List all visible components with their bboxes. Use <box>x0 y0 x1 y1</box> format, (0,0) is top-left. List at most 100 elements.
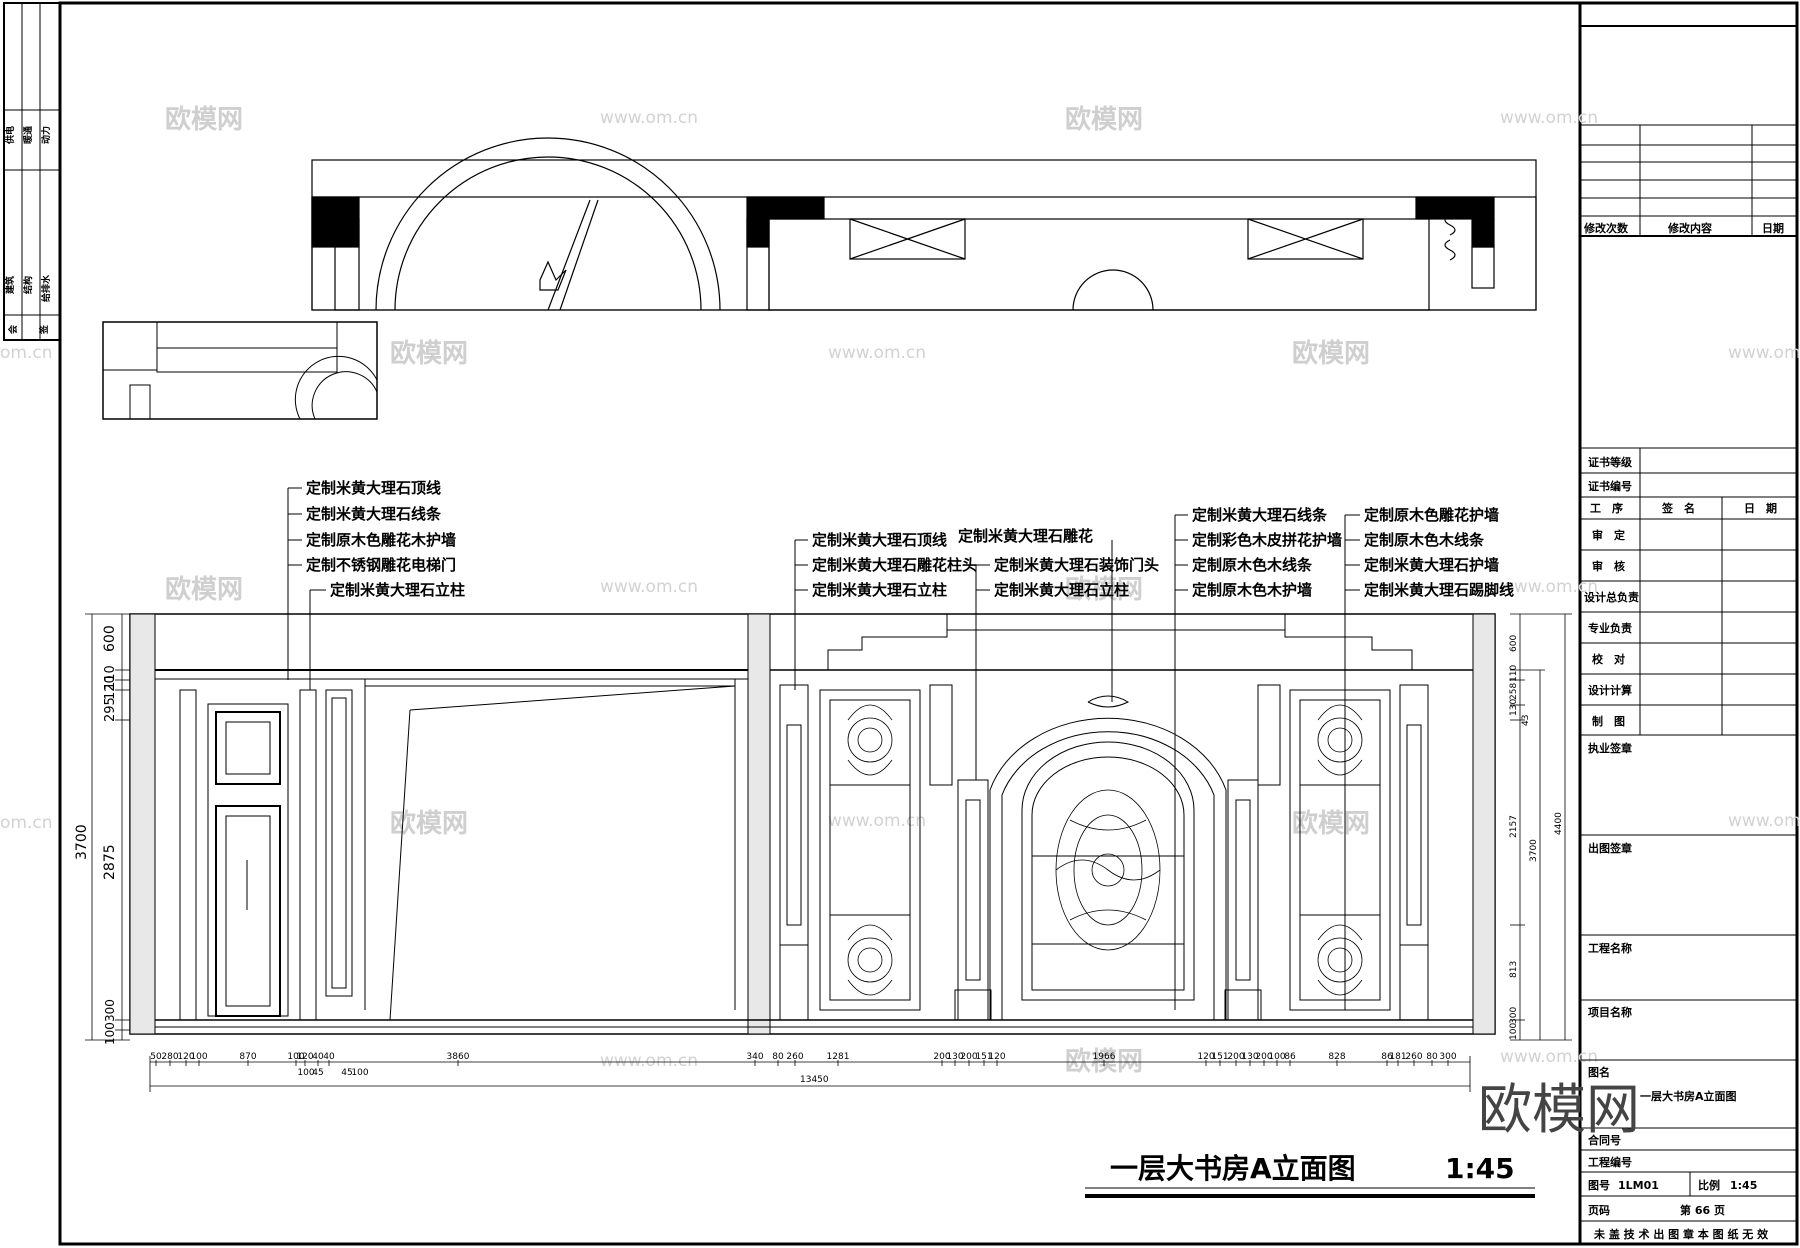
title-block-texts: 修改次数 修改内容 日期 证书等级 证书编号 工 序 签 名 日 期 审 定 审… <box>1583 221 1784 1241</box>
tb-drawing-no: 1LM01 <box>1618 1179 1659 1192</box>
dim-bottom-sub-value: 45 <box>341 1068 352 1078</box>
watermark-logo: 欧模网 <box>390 338 468 369</box>
dim-left-100: 100 <box>103 1022 117 1045</box>
dim-right-3700: 3700 <box>1529 839 1539 862</box>
dim-bottom-value: 120 <box>988 1052 1005 1062</box>
side-strip-bottom-1: 建筑 <box>4 276 16 294</box>
dim-bottom-sub-value: 100 <box>351 1068 368 1078</box>
dim-right-100: 100 <box>1509 1023 1519 1040</box>
callout-left-1: 定制米黄大理石顶线 <box>306 479 441 497</box>
dim-bottom-value: 300 <box>1439 1052 1456 1062</box>
dim-bottom-value: 3860 <box>447 1052 470 1062</box>
watermark-logo: 欧模网 <box>1292 338 1370 369</box>
tb-item-name: 项目名称 <box>1588 1005 1632 1019</box>
dim-bottom-value: 100 <box>287 1052 304 1062</box>
callout-mid-a-1: 定制米黄大理石顶线 <box>812 531 947 549</box>
dim-bottom-value: 86 <box>1381 1052 1393 1062</box>
dim-bottom-value: 120 <box>1197 1052 1214 1062</box>
dim-left-110: 110 <box>103 665 118 690</box>
watermark-big-logo: 欧模网 <box>1478 1078 1640 1141</box>
tb-drawing-name-label: 图名 <box>1588 1065 1610 1079</box>
tb-row-check: 校 对 <box>1592 652 1625 666</box>
watermark-logo: 欧模网 <box>165 104 243 135</box>
dim-right-813: 813 <box>1509 961 1519 978</box>
tb-row-review: 审 核 <box>1592 559 1625 573</box>
labels: 定制米黄大理石顶线 定制米黄大理石线条 定制原木色雕花木护墙 定制不锈钢雕花电梯… <box>306 479 1514 599</box>
dim-left-120: 120 <box>103 675 118 700</box>
callout-left-2: 定制米黄大理石线条 <box>306 505 442 523</box>
elevation <box>129 613 1496 1035</box>
callout-left-3: 定制原木色雕花木护墙 <box>306 531 456 549</box>
title-block-grid <box>1580 25 1797 1222</box>
side-strip-top-3: 动力 <box>40 126 52 144</box>
callout-right-a-2: 定制彩色木皮拼花护墙 <box>1192 531 1342 549</box>
tb-revision-content: 修改内容 <box>1667 221 1712 235</box>
dim-bottom-value: 120 <box>177 1052 194 1062</box>
callout-right-b-1: 定制原木色雕花护墙 <box>1364 506 1499 524</box>
dimension-texts-left: 600 110 120 295 2875 3700 100 300 <box>74 625 118 1045</box>
dim-bottom-value: 200 <box>1227 1052 1244 1062</box>
dim-bottom-value: 40 <box>323 1052 335 1062</box>
tb-drawing-no-label: 图号 <box>1588 1179 1610 1192</box>
tb-revision-count: 修改次数 <box>1583 221 1629 235</box>
dim-bottom-value: 181 <box>1389 1052 1406 1062</box>
watermark-logo: 欧模网 <box>1065 574 1143 605</box>
dim-bottom-value: 200 <box>933 1052 950 1062</box>
dim-bottom-value: 260 <box>786 1052 803 1062</box>
tb-contract-no: 合同号 <box>1588 1133 1621 1147</box>
dim-right-43: 43 <box>1521 715 1531 726</box>
side-strip-countersign-2: 签 <box>38 324 50 335</box>
tb-row-approve: 审 定 <box>1592 528 1625 542</box>
dim-bottom-value: 1966 <box>1093 1052 1116 1062</box>
dim-right-130: 130 <box>1509 699 1519 716</box>
watermark-logo: 欧模网 <box>1065 104 1143 135</box>
dim-bottom-value: 280 <box>161 1052 178 1062</box>
dim-bottom-value: 86 <box>1284 1052 1296 1062</box>
dim-total: 13450 <box>800 1075 829 1085</box>
dim-bottom-value: 828 <box>1328 1052 1345 1062</box>
tb-page-label: 页码 <box>1588 1204 1610 1217</box>
dim-bottom-value: 1281 <box>827 1052 850 1062</box>
dim-bottom-value: 100 <box>1268 1052 1285 1062</box>
side-strip-countersign-1: 会 <box>7 324 19 334</box>
dim-right-258: 258 <box>1509 683 1519 700</box>
callout-mid-b-1: 定制米黄大理石雕花 <box>958 527 1093 545</box>
callout-left-4: 定制不锈钢雕花电梯门 <box>306 556 456 574</box>
tb-date2: 日 期 <box>1744 501 1777 515</box>
dim-left-3700: 3700 <box>74 824 90 860</box>
callout-mid-b-2: 定制米黄大理石装饰门头 <box>994 556 1159 574</box>
tb-row-lead: 专业负责 <box>1588 621 1632 635</box>
dim-bottom-value: 340 <box>746 1052 763 1062</box>
tb-row-calc: 设计计算 <box>1588 683 1632 697</box>
watermark-edge-url: om.cn <box>0 813 53 833</box>
callout-right-a-3: 定制原木色木线条 <box>1192 556 1313 574</box>
watermark-logo: 欧模网 <box>1292 808 1370 839</box>
dim-right-600: 600 <box>1509 635 1519 652</box>
dim-bottom-value: 151 <box>975 1052 992 1062</box>
tb-sign: 签 名 <box>1661 501 1695 515</box>
callout-right-b-2: 定制原木色木线条 <box>1364 531 1485 549</box>
dim-bottom-value: 151 <box>1211 1052 1228 1062</box>
main-title-block: 一层大书房A立面图 1:45 <box>1085 1152 1535 1198</box>
tb-process: 工 序 <box>1590 501 1623 515</box>
ceiling-section <box>311 137 1537 311</box>
watermark-url: www.om.cn <box>1500 1047 1598 1067</box>
watermarks: 欧模网 www.om.cn 欧模网 www.om.cn om.cn 欧模网 ww… <box>0 104 1800 1077</box>
callout-right-a-1: 定制米黄大理石线条 <box>1192 506 1328 524</box>
dim-bottom-value: 870 <box>239 1052 256 1062</box>
dim-bottom-value: 200 <box>960 1052 977 1062</box>
side-strip-top-1: 供电 <box>4 126 16 145</box>
watermark-url: www.om.cn <box>828 343 926 363</box>
dim-right-2157: 2157 <box>1509 815 1519 838</box>
dim-right-4400: 4400 <box>1554 812 1564 835</box>
tb-page: 第 66 页 <box>1680 1203 1725 1217</box>
callout-mid-a-2: 定制米黄大理石雕花柱头 <box>812 556 977 574</box>
dim-bottom-value: 50 <box>150 1052 162 1062</box>
side-strip <box>4 3 60 340</box>
watermark-url: www.om.cn <box>1728 811 1800 831</box>
dim-left-300: 300 <box>103 999 117 1022</box>
tb-issue-sign: 出图签章 <box>1588 841 1632 855</box>
dim-right-110: 110 <box>1509 665 1519 682</box>
